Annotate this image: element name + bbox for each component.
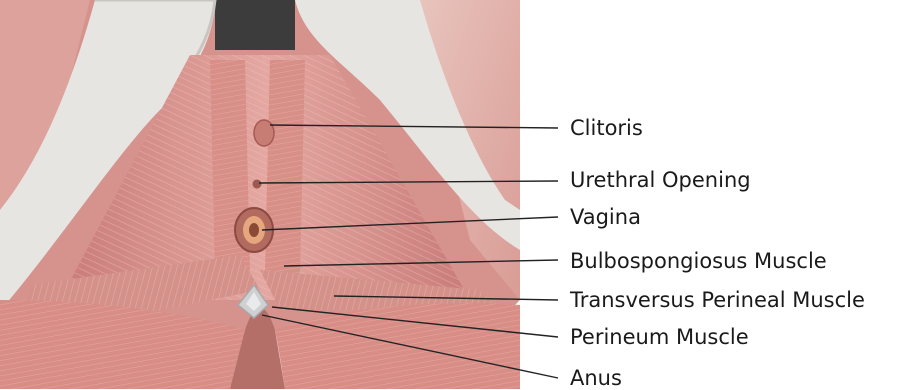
label-clitoris: Clitoris [570,118,643,139]
label-anus: Anus [570,368,622,389]
label-perineum-muscle: Perineum Muscle [570,327,749,348]
label-bulbospongiosus-muscle: Bulbospongiosus Muscle [570,251,827,272]
label-urethral-opening: Urethral Opening [570,170,751,191]
label-vagina: Vagina [570,207,641,228]
label-transversus-perineal-muscle: Transversus Perineal Muscle [570,290,865,311]
